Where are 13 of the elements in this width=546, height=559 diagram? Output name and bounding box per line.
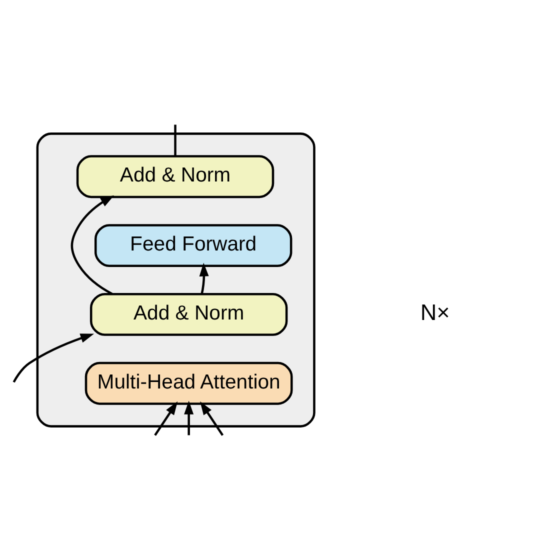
arrow: [70, 194, 114, 295]
node-box: Add & Norm: [76, 154, 274, 198]
arrow: [12, 333, 94, 382]
node-box: Add & Norm: [90, 292, 288, 336]
arrow: [200, 400, 224, 436]
cluster: [36, 132, 316, 427]
node-box: Multi-Head Attention: [84, 361, 293, 404]
arrow: [199, 262, 209, 294]
label: N×: [420, 300, 450, 325]
connector: [174, 124, 176, 156]
arrow: [184, 400, 194, 435]
arrow: [154, 400, 178, 436]
node-box: Feed Forward: [94, 224, 292, 266]
